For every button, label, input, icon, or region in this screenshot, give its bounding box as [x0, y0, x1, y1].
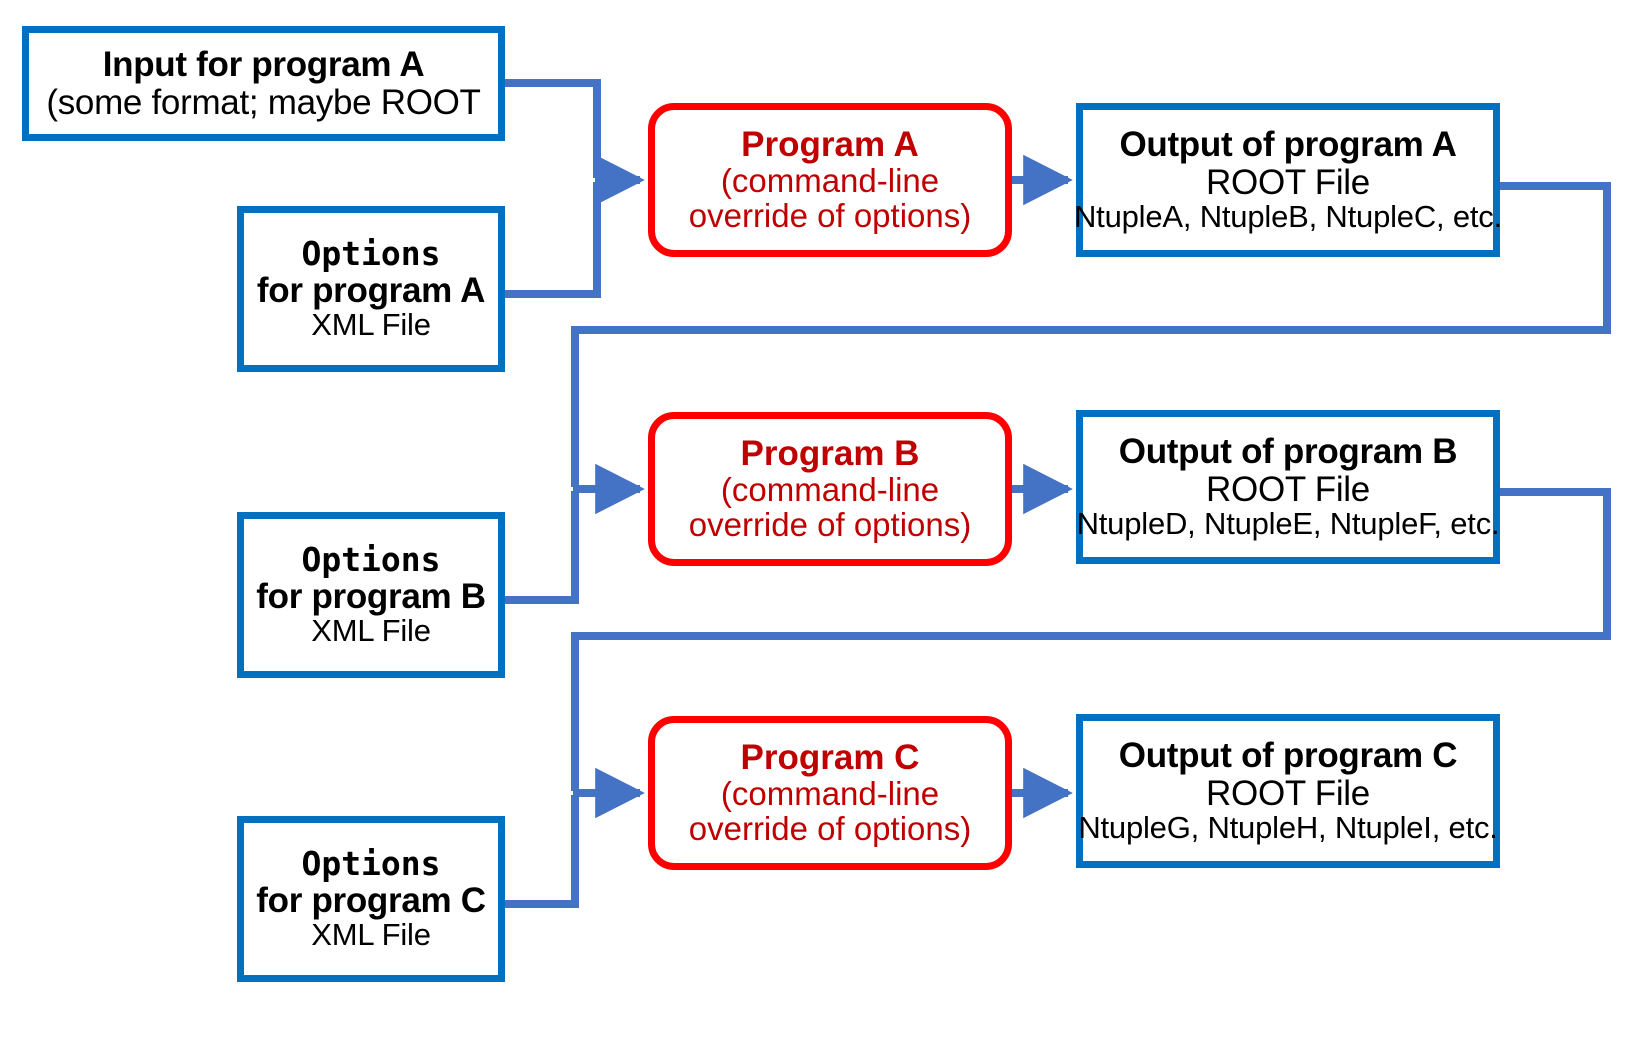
- node-options-for-program-b[interactable]: Options for program B XML File: [237, 512, 505, 678]
- options-c-line3: XML File: [311, 916, 431, 952]
- node-output-of-program-b[interactable]: Output of program B ROOT File NtupleD, N…: [1076, 410, 1500, 564]
- program-c-line2: (command-line: [720, 774, 940, 812]
- node-program-c[interactable]: Program C (command-line override of opti…: [648, 716, 1012, 870]
- options-b-line3: XML File: [311, 612, 431, 648]
- input-a-line2: (some format; maybe ROOT: [46, 82, 481, 122]
- output-a-line2: ROOT File: [1206, 162, 1370, 202]
- output-b-line1: Output of program B: [1118, 432, 1458, 472]
- output-c-line1: Output of program C: [1118, 736, 1458, 776]
- output-a-line3: NtupleA, NtupleB, NtupleC, etc.: [1074, 198, 1503, 234]
- program-a-line3: override of options): [688, 196, 972, 234]
- program-b-line3: override of options): [688, 505, 972, 543]
- program-c-line3: override of options): [688, 809, 972, 847]
- output-c-line3: NtupleG, NtupleH, NtupleI, etc.: [1078, 809, 1498, 845]
- wire-output-b-feedback: [571, 488, 1611, 791]
- program-b-line1: Program B: [740, 434, 920, 474]
- options-b-line1: Options: [301, 539, 441, 579]
- output-b-line3: NtupleD, NtupleE, NtupleF, etc.: [1076, 505, 1500, 541]
- wire-output-a-feedback: [571, 182, 1611, 487]
- wire-input-a-to-junction: [501, 79, 601, 178]
- node-options-for-program-c[interactable]: Options for program C XML File: [237, 816, 505, 982]
- node-program-a[interactable]: Program A (command-line override of opti…: [648, 103, 1012, 257]
- program-a-line1: Program A: [741, 125, 919, 165]
- wire-options-a-to-junction: [501, 182, 601, 298]
- wire-options-c-to-junction: [501, 795, 579, 908]
- wire-options-b-to-junction: [501, 491, 579, 604]
- node-program-b[interactable]: Program B (command-line override of opti…: [648, 412, 1012, 566]
- node-output-of-program-a[interactable]: Output of program A ROOT File NtupleA, N…: [1074, 103, 1503, 257]
- options-b-line2: for program B: [256, 576, 486, 616]
- options-a-line2: for program A: [256, 270, 486, 310]
- node-output-of-program-c[interactable]: Output of program C ROOT File NtupleG, N…: [1076, 714, 1500, 868]
- program-a-line2: (command-line: [720, 161, 940, 199]
- output-a-line1: Output of program A: [1119, 125, 1457, 165]
- node-input-for-program-a[interactable]: Input for program A (some format; maybe …: [22, 26, 505, 141]
- program-c-line1: Program C: [740, 738, 920, 778]
- options-c-line1: Options: [301, 843, 441, 883]
- options-a-line1: Options: [301, 233, 441, 273]
- output-c-line2: ROOT File: [1206, 773, 1370, 813]
- program-b-line2: (command-line: [720, 470, 940, 508]
- input-a-line1: Input for program A: [102, 45, 425, 85]
- options-a-line3: XML File: [311, 306, 431, 342]
- options-c-line2: for program C: [256, 880, 486, 920]
- node-options-for-program-a[interactable]: Options for program A XML File: [237, 206, 505, 372]
- output-b-line2: ROOT File: [1206, 469, 1370, 509]
